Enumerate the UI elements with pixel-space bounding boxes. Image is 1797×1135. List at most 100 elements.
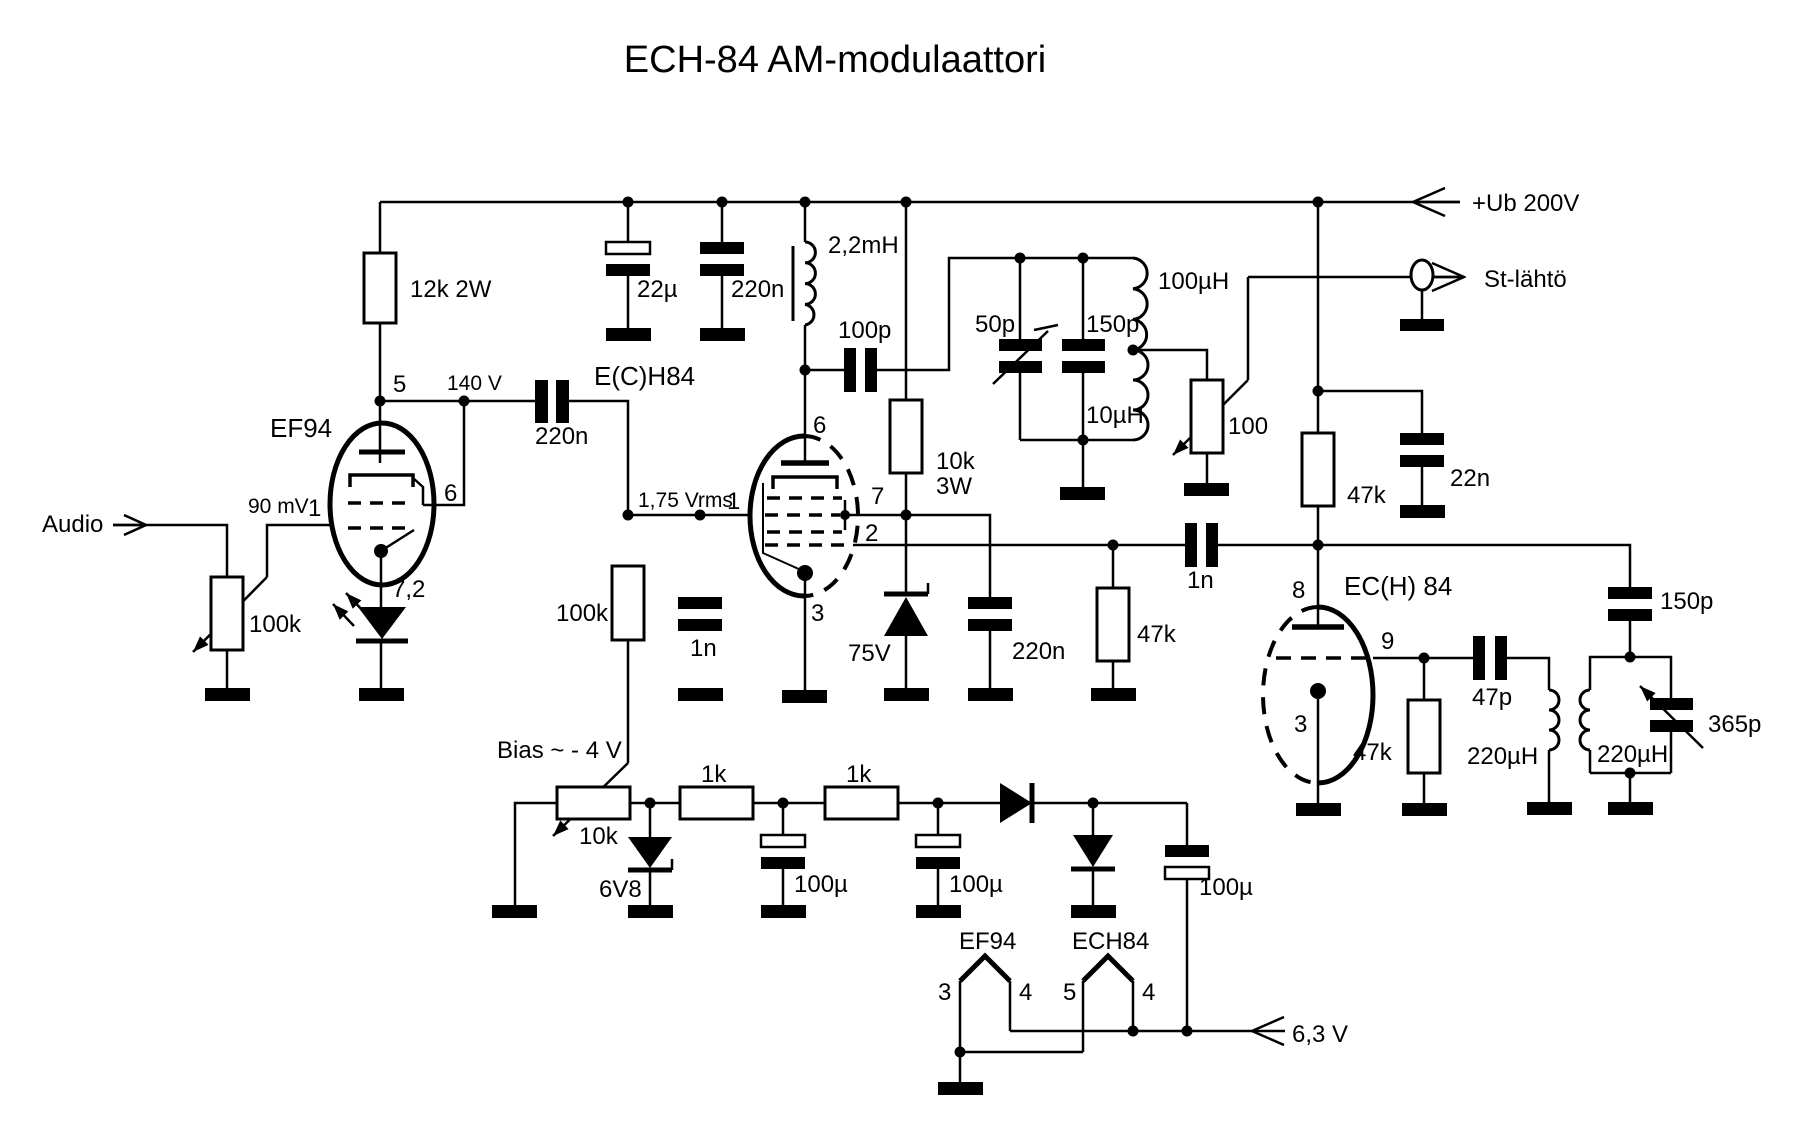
ground-symbols: [205, 319, 1653, 1095]
c-interstage-label: 1n: [1187, 567, 1214, 594]
tube-ef94: [327, 420, 437, 588]
ef94-pin-screen: 6: [444, 480, 457, 507]
r-bias1-label: 1k: [701, 761, 727, 788]
zener-75v: [884, 583, 930, 636]
l-tank-upper-label: 100µH: [1158, 268, 1229, 295]
tube-triode-label: EC(H) 84: [1344, 571, 1452, 601]
c-bias3-label: 100µ: [1199, 874, 1253, 901]
l-choke-label: 2,2mH: [828, 232, 899, 259]
pot-output-label: 100: [1228, 413, 1268, 440]
c-tank-fixed-label: 150p: [1086, 311, 1139, 338]
heater-ech84-label: ECH84: [1072, 928, 1149, 955]
plate-voltage-label: 140 V: [447, 372, 502, 395]
triode-pin-cathode: 3: [1294, 711, 1307, 738]
cap-load-bypass-22n: [1400, 433, 1444, 467]
cap-osc-100p: [844, 348, 877, 392]
c-tank-trim-label: 50p: [975, 311, 1015, 338]
r-bias2-label: 1k: [846, 761, 872, 788]
resistor-osc-10k3w: [888, 398, 924, 475]
cap-couple-220n: [535, 380, 569, 423]
cap-grid-1n: [678, 597, 722, 631]
resistor-gridleak-100k: [610, 564, 646, 642]
r-triode-gridleak-label: 47k: [1353, 739, 1393, 766]
pot-bias-10k: [555, 785, 632, 821]
coil-feedback-220uh: [1548, 688, 1561, 752]
heptode-pin-plate: 6: [813, 412, 826, 439]
resistor-triode-load-47k: [1300, 431, 1336, 508]
pot-output-100: [1189, 378, 1225, 455]
tube-ech84-triode: [1261, 604, 1376, 786]
input-level-label: 90 mV: [248, 495, 309, 518]
c-grid-bypass-label: 1n: [690, 635, 717, 662]
cap-interstage-1n: [1185, 523, 1218, 567]
zener-6v8-label: 6V8: [599, 876, 642, 903]
c-load-bypass-label: 22n: [1450, 465, 1490, 492]
cap-out-var-365p: [1650, 698, 1693, 732]
grid-drive-label: 1,75 Vrms: [638, 489, 733, 512]
c-filter-el-label: 22µ: [637, 276, 678, 303]
resistor-dropper-12k: [362, 251, 398, 325]
c-bias2-label: 100µ: [949, 871, 1003, 898]
l-feedback-label: 220µH: [1467, 743, 1538, 770]
heater-ef94-pin-right: 4: [1019, 979, 1032, 1006]
heater-ech84-pin-right: 4: [1142, 979, 1155, 1006]
rf-out-connector: [1409, 258, 1435, 292]
pot-audio-100k: [209, 575, 245, 652]
r-dropper-label: 12k 2W: [410, 276, 492, 303]
rf-out-label: St-lähtö: [1484, 266, 1567, 293]
cap-bias2-100u: [914, 833, 962, 869]
cap-g-bypass-220n: [968, 597, 1012, 631]
heater-ef94-pin-left: 3: [938, 979, 951, 1006]
cap-tank-150p: [1062, 339, 1105, 373]
l-tank-lower-label: 10µH: [1086, 402, 1144, 429]
r-gridleak-label: 100k: [556, 600, 609, 627]
resistor-bias1-1k: [678, 785, 755, 821]
r-g2-label: 47k: [1137, 621, 1177, 648]
heptode-pin-grid24: 7: [871, 483, 884, 510]
c-out-couple-label: 150p: [1660, 588, 1713, 615]
diode-series: [1000, 783, 1035, 823]
cap-filter-220n: [700, 242, 744, 276]
cap-bias3-100u: [1163, 845, 1211, 881]
triode-pin-plate: 8: [1292, 577, 1305, 604]
cap-feedback-47p: [1473, 636, 1507, 680]
bias-note-label: Bias ~ - 4 V: [497, 737, 622, 764]
cap-bias1-100u: [759, 833, 807, 869]
supply-label: +Ub 200V: [1472, 190, 1579, 217]
triode-pin-grid: 9: [1381, 628, 1394, 655]
heptode-pin-cathode: 3: [811, 600, 824, 627]
circuit-wiring: [113, 200, 1673, 1082]
pot-audio-label: 100k: [249, 611, 302, 638]
coil-out-220uh: [1578, 688, 1591, 752]
tube-heptode-label: E(C)H84: [594, 361, 695, 391]
c-g-bypass-label: 220n: [1012, 638, 1065, 665]
c-out-var-label: 365p: [1708, 711, 1761, 738]
cap-out-couple-150p: [1608, 587, 1652, 621]
c-feedback-label: 47p: [1472, 684, 1512, 711]
heptode-pin-grid1: 1: [727, 488, 740, 515]
heater-supply-label: 6,3 V: [1292, 1021, 1348, 1048]
zener-75v-label: 75V: [848, 640, 891, 667]
zener-6v8: [628, 837, 674, 873]
ef94-pin-cathode: 7,2: [392, 576, 425, 603]
c-couple-label: 220n: [535, 423, 588, 450]
audio-in-label: Audio: [42, 511, 103, 538]
r-osc-power-label: 3W: [936, 473, 972, 500]
led-indicator: [332, 592, 408, 644]
c-filter-label: 220n: [731, 276, 784, 303]
c-osc-label: 100p: [838, 317, 891, 344]
heater-ef94-symbol: [958, 952, 1012, 983]
cap-electrolytic-22u: [604, 240, 652, 276]
ef94-pin-grid: 1: [308, 495, 321, 522]
coil-tank-100uh-10uh: [1132, 256, 1150, 442]
diode-shunt: [1071, 835, 1115, 872]
page-title: ECH-84 AM-modulaattori: [624, 39, 1046, 81]
c-bias1-label: 100µ: [794, 871, 848, 898]
heptode-pin-grid3: 2: [865, 520, 878, 547]
heater-ech84-pin-left: 5: [1063, 979, 1076, 1006]
r-osc-value-label: 10k: [936, 448, 976, 475]
choke-2mh2: [791, 240, 817, 327]
heater-ef94-label: EF94: [959, 928, 1016, 955]
ef94-pin-plate: 5: [393, 371, 406, 398]
